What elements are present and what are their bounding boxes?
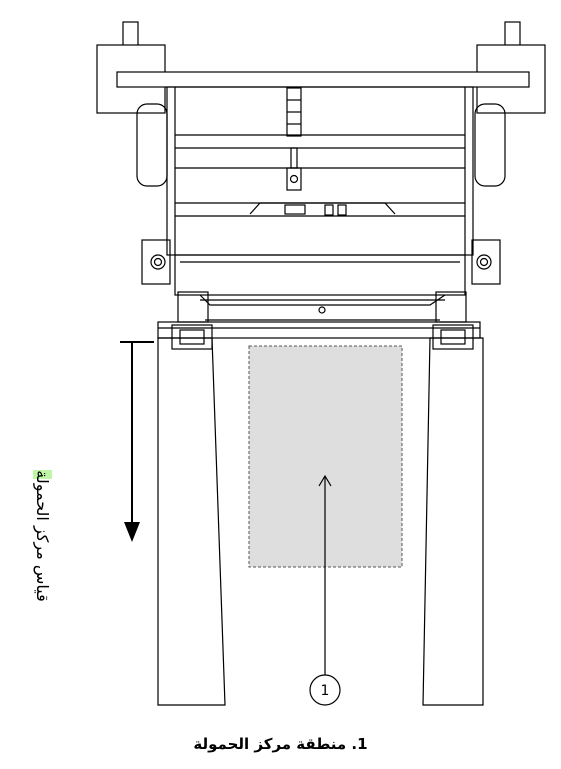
right-roller [475,104,505,186]
load-center-measure-label: قياس مركز الحمولة [30,426,54,646]
left-fork [158,338,225,705]
callout-number: 1 [321,683,330,699]
right-carriage-plate [472,240,500,284]
load-center-measure-arrow [120,342,154,542]
left-roller [137,104,167,186]
left-fork-heel [178,292,208,322]
main-frame [167,87,473,255]
label-main: قياس مركز الحمول [33,479,52,602]
figure-caption: 1. منطقة مركز الحمولة [0,735,561,753]
label-tail: ة [33,470,52,479]
lower-carriage [175,255,465,295]
right-top-post [505,22,520,46]
top-crossbar [117,72,529,87]
right-fork-heel [436,292,466,322]
fork-bar [158,322,480,338]
right-fork [423,338,483,705]
left-carriage-plate [142,240,170,284]
left-top-post [123,22,138,46]
